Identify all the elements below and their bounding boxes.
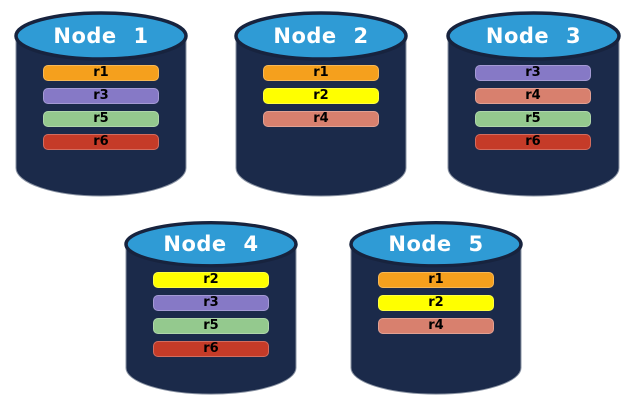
- replica-bar: r4: [378, 318, 494, 334]
- replica-bar: r2: [263, 88, 379, 104]
- replica-bar: r1: [378, 272, 494, 288]
- node-2: Node 2 r1 r2 r4: [233, 8, 409, 198]
- node-title: Node 5: [388, 232, 484, 256]
- replica-bar: r2: [378, 295, 494, 311]
- replica-bar: r6: [43, 134, 159, 150]
- replica-bar: r5: [43, 111, 159, 127]
- replica-bar: r1: [263, 65, 379, 81]
- node-title: Node 2: [273, 24, 369, 48]
- replica-bar: r4: [475, 88, 591, 104]
- node-title: Node 3: [485, 24, 582, 48]
- replica-bar: r6: [475, 134, 591, 150]
- replica-bar: r5: [153, 318, 269, 334]
- node-5: Node 5 r1 r2 r4: [348, 218, 524, 396]
- replica-bar: r5: [475, 111, 591, 127]
- replica-bar-list: r1 r2 r4: [378, 272, 494, 341]
- node-title: Node 4: [163, 232, 259, 256]
- replica-bar: r1: [43, 65, 159, 81]
- replica-bar: r3: [153, 295, 269, 311]
- node-title: Node 1: [53, 24, 149, 48]
- replica-bar: r3: [43, 88, 159, 104]
- node-3: Node 3 r3 r4 r5 r6: [445, 8, 622, 198]
- replica-bar: r2: [153, 272, 269, 288]
- replica-bar-list: r1 r2 r4: [263, 65, 379, 134]
- node-1: Node 1 r1 r3 r5 r6: [13, 8, 189, 198]
- replica-bar-list: r3 r4 r5 r6: [475, 65, 591, 157]
- node-4: Node 4 r2 r3 r5 r6: [123, 218, 299, 396]
- replica-bar-list: r2 r3 r5 r6: [153, 272, 269, 364]
- replica-bar: r6: [153, 341, 269, 357]
- replica-bar: r3: [475, 65, 591, 81]
- replica-bar: r4: [263, 111, 379, 127]
- replica-bar-list: r1 r3 r5 r6: [43, 65, 159, 157]
